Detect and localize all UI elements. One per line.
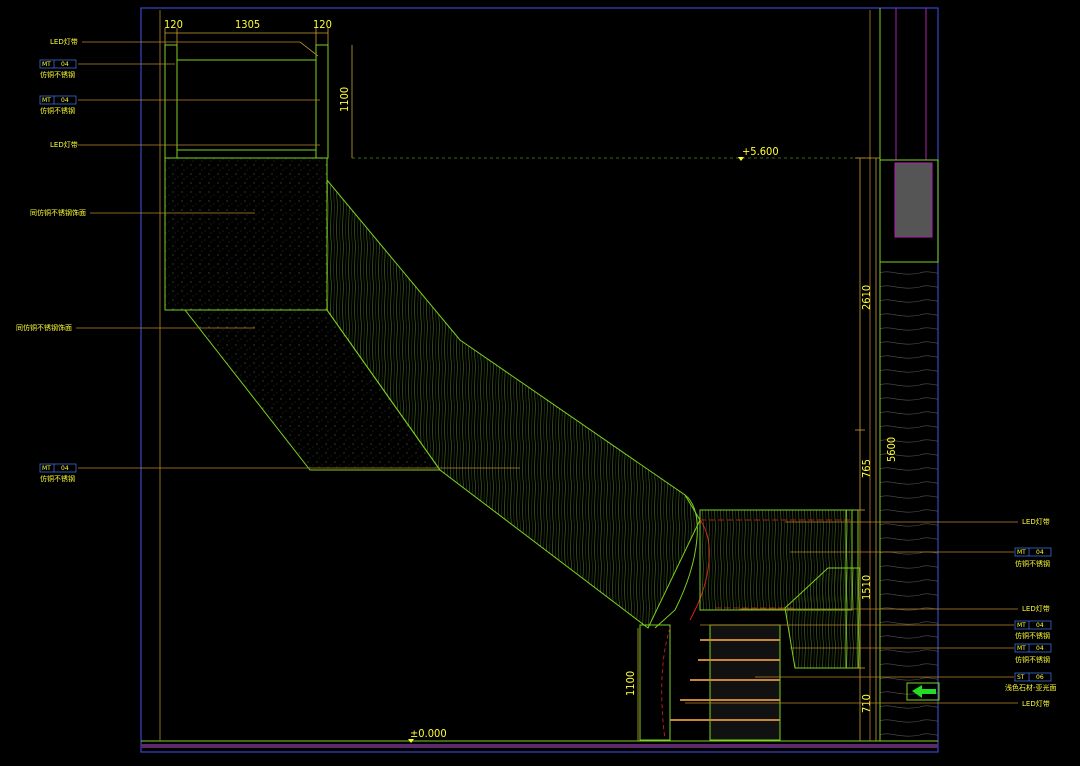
svg-text:04: 04 (61, 97, 69, 104)
svg-text:MT: MT (1017, 622, 1026, 629)
dim-1510: 1510 (860, 575, 873, 600)
svg-text:MT: MT (42, 465, 51, 472)
floor-band (141, 744, 938, 748)
right-mt-text-1: 仿铜不锈钢 (1015, 559, 1050, 568)
svg-text:04: 04 (1036, 549, 1044, 556)
lower-stair (639, 494, 861, 741)
right-mt-tag-3: MT 04 (1014, 643, 1052, 653)
upper-landing-slab (164, 157, 328, 311)
svg-text:04: 04 (61, 465, 69, 472)
svg-text:MT: MT (1017, 549, 1026, 556)
right-st-text: 浅色石材-亚光面 (1005, 683, 1057, 692)
right-led-strip-3: LED灯带 (1022, 699, 1050, 708)
upper-guard-rail (164, 44, 329, 159)
dim-5600: 5600 (885, 437, 898, 462)
right-mt-text-3: 仿铜不锈钢 (1015, 655, 1050, 664)
left-underside-label-1: 同仿铜不锈钢饰面 (30, 208, 86, 217)
svg-text:04: 04 (1036, 622, 1044, 629)
left-underside-label-2: 同仿铜不锈钢饰面 (16, 323, 72, 332)
right-mt-tag-2: MT 04 (1014, 620, 1052, 630)
left-mt-text-1: 仿铜不锈钢 (40, 70, 75, 79)
dim-top-mid: 1305 (235, 18, 260, 31)
right-dimensions (855, 157, 880, 741)
right-mt-text-2: 仿铜不锈钢 (1015, 631, 1050, 640)
svg-text:06: 06 (1036, 674, 1044, 681)
right-wall (879, 8, 939, 741)
svg-text:04: 04 (1036, 645, 1044, 652)
right-mt-tag-1: MT 04 (1014, 547, 1052, 557)
left-mt-text-3: 仿铜不锈钢 (40, 474, 75, 483)
left-mt-tag-3: MT 04 (39, 463, 77, 473)
dim-rail-bottom-height: 1100 (624, 671, 637, 696)
svg-text:MT: MT (42, 61, 51, 68)
dim-765: 765 (860, 459, 873, 478)
dim-rail-top-height: 1100 (338, 87, 351, 112)
svg-text:ST: ST (1017, 674, 1025, 681)
left-led-strip-2: LED灯带 (50, 140, 78, 149)
right-st-tag: ST 06 (1014, 672, 1052, 682)
dim-2610: 2610 (860, 285, 873, 310)
svg-text:04: 04 (61, 61, 69, 68)
dim-710: 710 (860, 694, 873, 713)
left-led-strip-1: LED灯带 (50, 37, 78, 46)
dim-top-right: 120 (313, 18, 332, 31)
dim-top-left: 120 (164, 18, 183, 31)
left-mt-tag-1: MT 04 (39, 59, 77, 69)
exit-arrow-icon (906, 682, 940, 701)
stair-underside (183, 309, 441, 471)
svg-text:MT: MT (1017, 645, 1026, 652)
right-led-strip-2: LED灯带 (1022, 604, 1050, 613)
svg-text:MT: MT (42, 97, 51, 104)
left-mt-tag-2: MT 04 (39, 95, 77, 105)
level-ground: ±0.000 (410, 727, 447, 740)
level-upper: +5.600 (742, 145, 779, 158)
left-mt-text-2: 仿铜不锈钢 (40, 106, 75, 115)
right-led-strip-1: LED灯带 (1022, 517, 1050, 526)
